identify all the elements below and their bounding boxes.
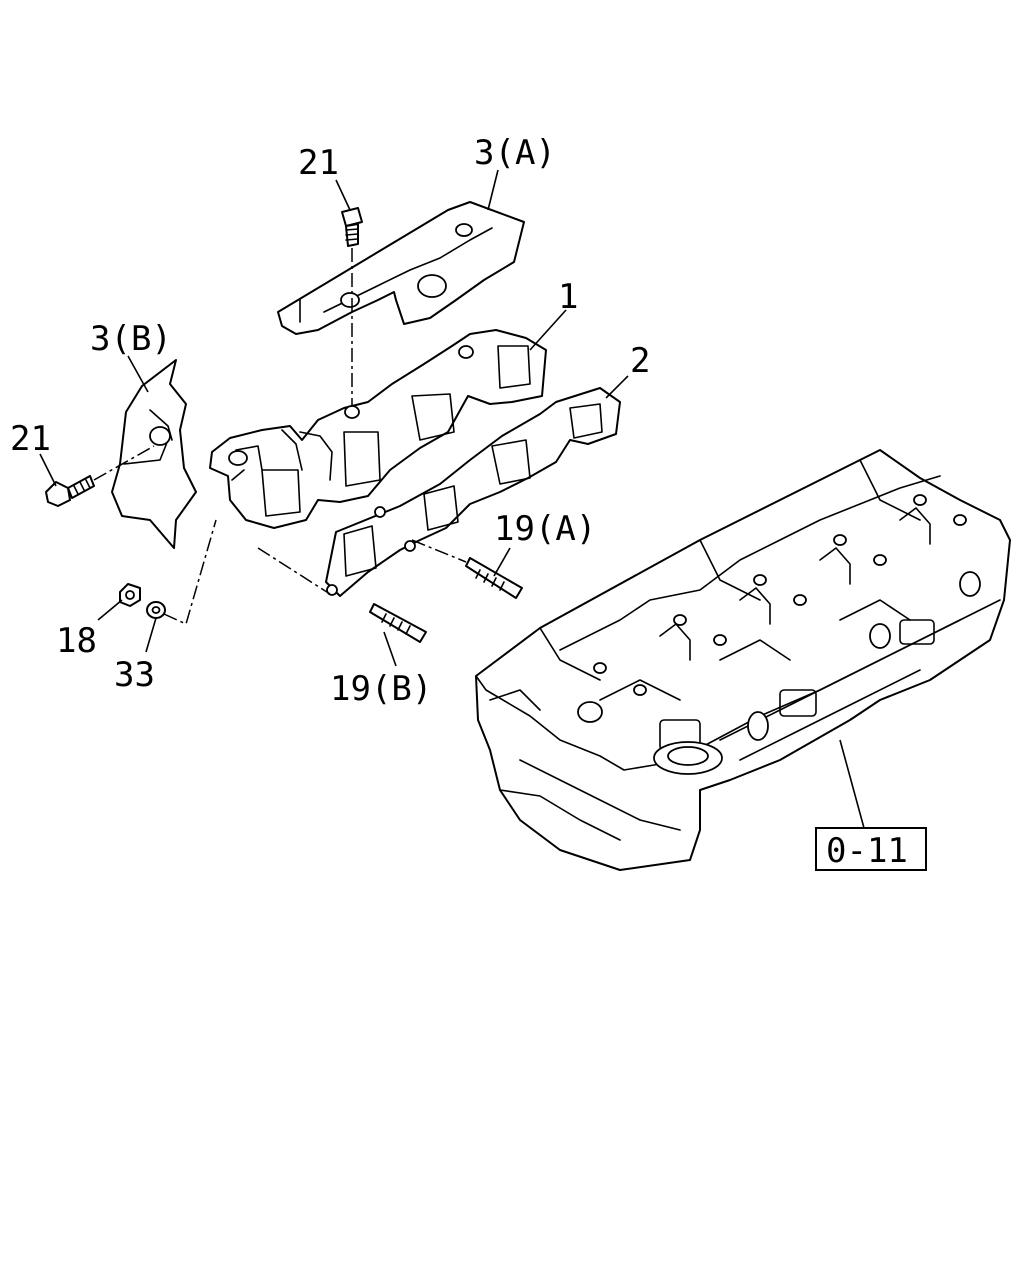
bolt-21-left — [45, 475, 95, 507]
callout-1: 1 — [558, 277, 578, 317]
callout-33: 33 — [114, 655, 155, 695]
callout-18: 18 — [56, 621, 97, 661]
exhaust-manifold — [209, 329, 547, 529]
heat-shield-upper — [277, 201, 525, 335]
callout-3b: 3(B) — [90, 319, 172, 359]
cylinder-head — [475, 449, 1011, 871]
callout-2: 2 — [630, 341, 650, 381]
callout-21-top: 21 — [298, 143, 339, 183]
reference-label: 0-11 — [826, 831, 908, 871]
reference-box: 0-11 — [815, 827, 927, 871]
stud-19b — [369, 603, 427, 643]
manifold-gasket — [325, 387, 621, 597]
leader-lines — [39, 169, 865, 829]
stud-19a — [465, 557, 523, 599]
callout-19a: 19(A) — [494, 509, 596, 549]
callout-3a: 3(A) — [474, 133, 556, 173]
heat-shield-lower — [111, 359, 197, 549]
callout-19b: 19(B) — [330, 669, 432, 709]
nut-18 — [119, 583, 141, 607]
cam-journals — [593, 494, 967, 696]
bolt-21-top — [341, 207, 363, 247]
washer-33 — [146, 601, 166, 619]
callout-21-left: 21 — [10, 419, 51, 459]
